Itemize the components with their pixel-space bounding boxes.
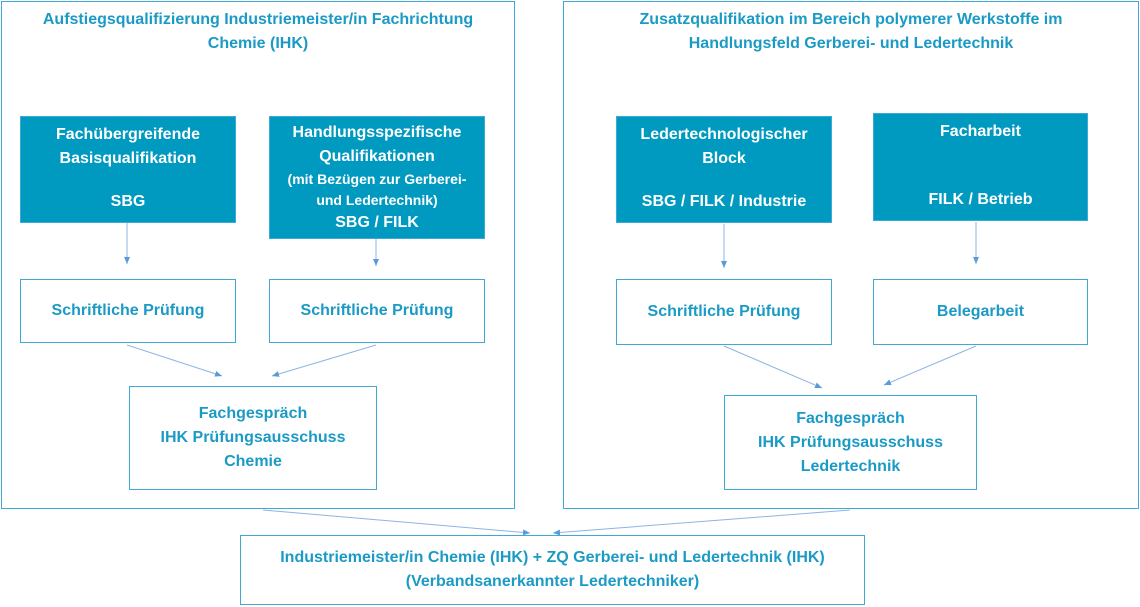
arrow [126, 344, 223, 377]
label: (Verbandsanerkannter Ledertechniker) [405, 573, 700, 590]
exam-box: Schriftliche Prüfung [616, 279, 832, 345]
label: IHK Prüfungsausschuss [160, 429, 346, 446]
label: Handlungsspezifische [292, 123, 462, 141]
arrow [883, 345, 977, 386]
arrow [552, 509, 851, 536]
arrow [262, 509, 531, 536]
label: Industriemeister/in Chemie (IHK) + ZQ Ge… [280, 549, 825, 566]
left-title: Aufstiegsqualifizierung Industriemeister… [1, 8, 515, 56]
title-line: Chemie (IHK) [207, 35, 309, 52]
belegarbeit-box: Belegarbeit [873, 279, 1088, 345]
provider: SBG / FILK [335, 213, 419, 231]
note: und Ledertechnik) [316, 191, 438, 208]
right-title: Zusatzqualifikation im Bereich polymerer… [563, 8, 1139, 56]
exam-box: Schriftliche Prüfung [269, 279, 485, 343]
label: Ledertechnik [800, 457, 901, 475]
exam-box: Schriftliche Prüfung [20, 279, 236, 343]
label: Ledertechnologischer [640, 126, 808, 143]
title-line: Zusatzqualifikation im Bereich polymerer… [639, 11, 1063, 28]
title-line: Aufstiegsqualifizierung Industriemeister… [42, 11, 474, 28]
provider: SBG [110, 193, 146, 210]
result-box: Industriemeister/in Chemie (IHK) + ZQ Ge… [240, 535, 865, 605]
label: Basisqualifikation [59, 150, 197, 167]
label: Fachgespräch [796, 409, 905, 427]
title-line: Handlungsfeld Gerberei- und Ledertechnik [688, 35, 1014, 52]
facharbeit-box: Facharbeit FILK / Betrieb [873, 113, 1088, 221]
label: Facharbeit [940, 123, 1021, 140]
label: Fachgespräch [198, 405, 308, 422]
provider: SBG / FILK / Industrie [641, 193, 807, 210]
arrow [271, 344, 377, 377]
note: (mit Bezügen zur Gerberei- [287, 170, 467, 187]
label: IHK Prüfungsausschuss [758, 433, 943, 451]
label: Block [702, 150, 746, 167]
left-container [1, 1, 515, 509]
provider: FILK / Betrieb [928, 191, 1033, 208]
arrow [723, 345, 823, 389]
label: Qualifikationen [319, 147, 435, 165]
right-container [563, 1, 1139, 509]
label: Fachübergreifende [55, 126, 201, 143]
label: Chemie [224, 453, 282, 470]
